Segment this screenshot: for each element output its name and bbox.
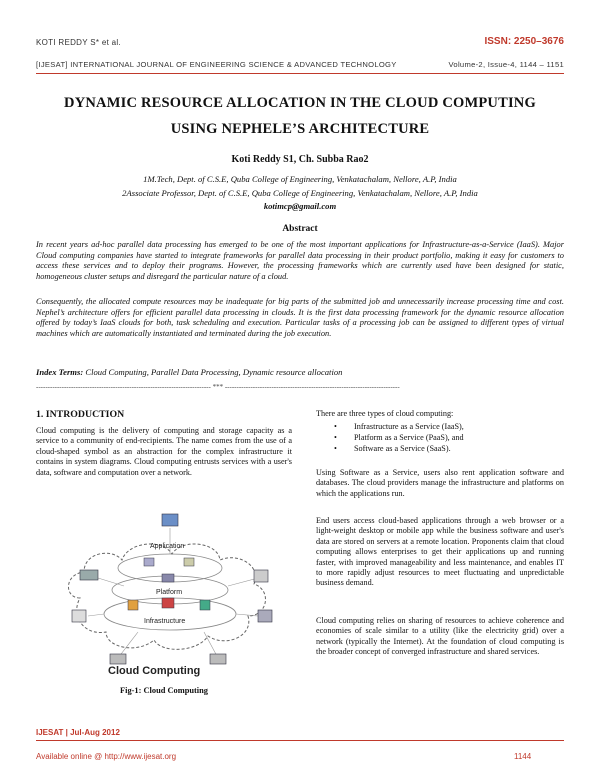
running-authors: KOTI REDDY S* et al. [36, 38, 121, 47]
intro-paragraph-1: Cloud computing is the delivery of compu… [36, 426, 292, 477]
affiliation-1: 1M.Tech, Dept. of C.S.E, Quba College of… [143, 174, 457, 184]
footer-rule [36, 740, 564, 741]
label-cloud-computing: Cloud Computing [108, 665, 200, 677]
journal-name: [IJESAT] INTERNATIONAL JOURNAL OF ENGINE… [36, 60, 397, 69]
volume-info: Volume-2, Issue-4, 1144 – 1151 [448, 60, 564, 69]
label-application: Application [150, 543, 184, 550]
compute-icon [127, 599, 139, 611]
index-terms-text: Cloud Computing, Parallel Data Processin… [85, 367, 343, 377]
types-intro: There are three types of cloud computing… [316, 409, 454, 418]
phone-icon [71, 609, 87, 623]
cloud-outline [68, 543, 266, 650]
device-icons [71, 513, 273, 665]
paper-authors: Koti Reddy S1, Ch. Subba Rao2 [231, 154, 369, 165]
page-number: 1144 [514, 752, 532, 761]
paper-title-line1: DYNAMIC RESOURCE ALLOCATION IN THE CLOUD… [64, 95, 536, 111]
network-icon [161, 597, 175, 609]
server-icon [257, 609, 273, 623]
list-item: Software as a Service (SaaS). [334, 443, 564, 454]
storage-icon [209, 653, 227, 665]
resource-sharing-paragraph: Cloud computing relies on sharing of res… [316, 616, 564, 657]
index-terms-label: Index Terms: [36, 367, 84, 377]
paper-title-line2: USING NEPHELE’S ARCHITECTURE [170, 121, 430, 137]
app-icon [143, 557, 155, 567]
footer-journal-date: IJESAT | Jul-Aug 2012 [36, 728, 120, 737]
label-platform: Platform [156, 589, 182, 596]
runtime-icon [161, 573, 175, 583]
block-storage-icon [199, 599, 211, 611]
cloud-diagram: Application Platform Infrastructure Clou… [68, 513, 273, 677]
saas-paragraph: Using Software as a Service, users also … [316, 468, 564, 498]
abstract-heading: Abstract [282, 224, 318, 234]
types-list: Infrastructure as a Service (IaaS), Plat… [316, 421, 564, 454]
app-icon [183, 557, 195, 567]
list-item: Infrastructure as a Service (IaaS), [334, 421, 564, 432]
footer-url: Available online @ http://www.ijesat.org [36, 752, 177, 761]
database-icon [109, 653, 127, 665]
author-email: kotimcp@gmail.com [263, 201, 337, 211]
laptop-icon [79, 569, 99, 581]
desktop-icon [253, 569, 269, 583]
header-rule [36, 73, 564, 74]
end-users-paragraph: End users access cloud-based application… [316, 516, 564, 588]
network-lines [87, 528, 259, 659]
section-separator: ----------------------------------------… [36, 383, 400, 391]
monitor-icon [161, 513, 179, 527]
cloud-computing-figure: Application Platform Infrastructure Clou… [58, 508, 282, 678]
abstract-paragraph-1: In recent years ad-hoc parallel data pro… [36, 240, 564, 281]
figure-caption: Fig-1: Cloud Computing [120, 686, 208, 695]
affiliation-2: 2Associate Professor, Dept. of C.S.E, Qu… [122, 188, 478, 198]
index-terms: Index Terms: Cloud Computing, Parallel D… [36, 367, 564, 377]
issn: ISSN: 2250–3676 [484, 36, 564, 47]
section-heading-introduction: 1. INTRODUCTION [36, 409, 125, 420]
list-item: Platform as a Service (PaaS), and [334, 432, 564, 443]
abstract-paragraph-2: Consequently, the allocated compute reso… [36, 297, 564, 338]
label-infrastructure: Infrastructure [144, 618, 185, 625]
